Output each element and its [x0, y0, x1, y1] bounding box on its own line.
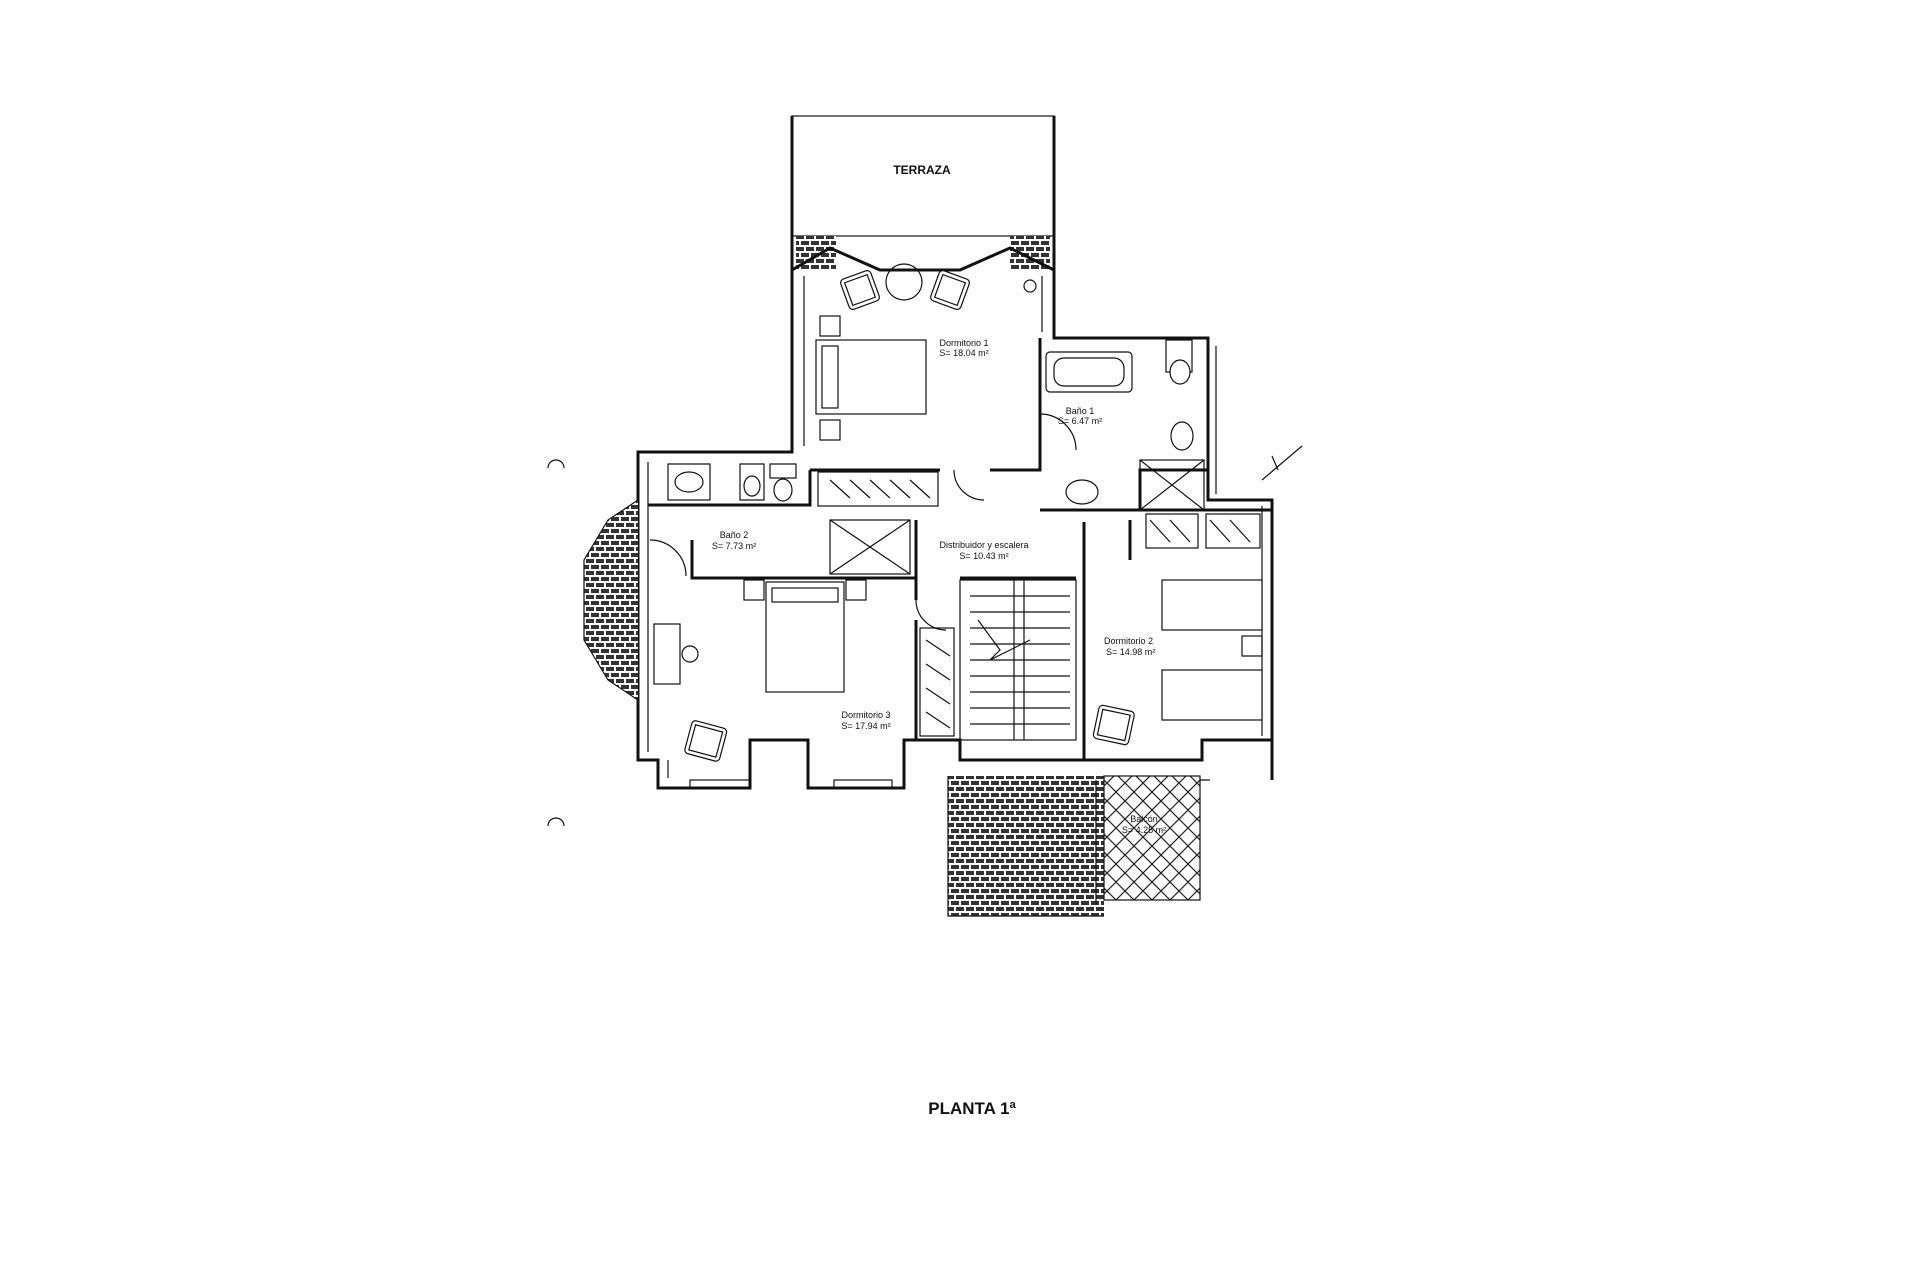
label-dormitorio-1: Dormitorio 1 S= 18.04 m² [939, 338, 988, 358]
room-area: S= 10.43 m² [959, 551, 1008, 561]
room-name: Baño 1 [1066, 406, 1095, 416]
label-dormitorio-3: Dormitorio 3 S= 17.94 m² [841, 710, 890, 731]
label-distribuidor: Distribuidor y escalera S= 10.43 m² [939, 540, 1028, 561]
bathroom-1-fixtures [1039, 339, 1205, 511]
bedroom-3-furniture [653, 579, 893, 789]
label-bano-2: Baño 2 S= 7.73 m² [712, 530, 756, 551]
room-name: Distribuidor y escalera [939, 540, 1028, 550]
room-area: S= 4.25 m² [1122, 825, 1166, 835]
bed-bedroom-1 [815, 315, 927, 441]
chairs-bedroom-1 [840, 263, 1037, 310]
room-name: Balcón [1130, 814, 1158, 824]
terrace-label: TERRAZA [893, 163, 951, 177]
terrace [790, 115, 1056, 270]
room-area: S= 14.98 m² [1106, 647, 1155, 657]
room-area: S= 6.47 m² [1058, 416, 1102, 426]
room-name: Dormitorio 2 [1104, 636, 1153, 646]
room-name: Baño 2 [720, 530, 749, 540]
room-area: S= 18.04 m² [939, 348, 988, 358]
room-area: S= 17.94 m² [841, 721, 890, 731]
wardrobe-bedroom-1 [817, 469, 985, 507]
bathroom-2-fixtures [649, 463, 911, 577]
label-dormitorio-2: Dormitorio 2 S= 14.98 m² [1104, 636, 1155, 657]
label-bano-1: Baño 1 S= 6.47 m² [1058, 406, 1102, 426]
bedroom-2-furniture [1092, 445, 1303, 746]
room-name: Dormitorio 1 [939, 338, 988, 348]
room-area: S= 7.73 m² [712, 541, 756, 551]
room-name: Dormitorio 3 [841, 710, 890, 720]
interior-walls [648, 338, 1272, 760]
staircase [915, 579, 1077, 741]
label-balcon: Balcón S= 4.25 m² [1122, 814, 1166, 835]
bay-window-left [547, 459, 639, 827]
balcony-and-stair-landing [947, 775, 1210, 917]
outer-walls [636, 246, 1274, 790]
plan-title: PLANTA 1ª [928, 1099, 1016, 1118]
